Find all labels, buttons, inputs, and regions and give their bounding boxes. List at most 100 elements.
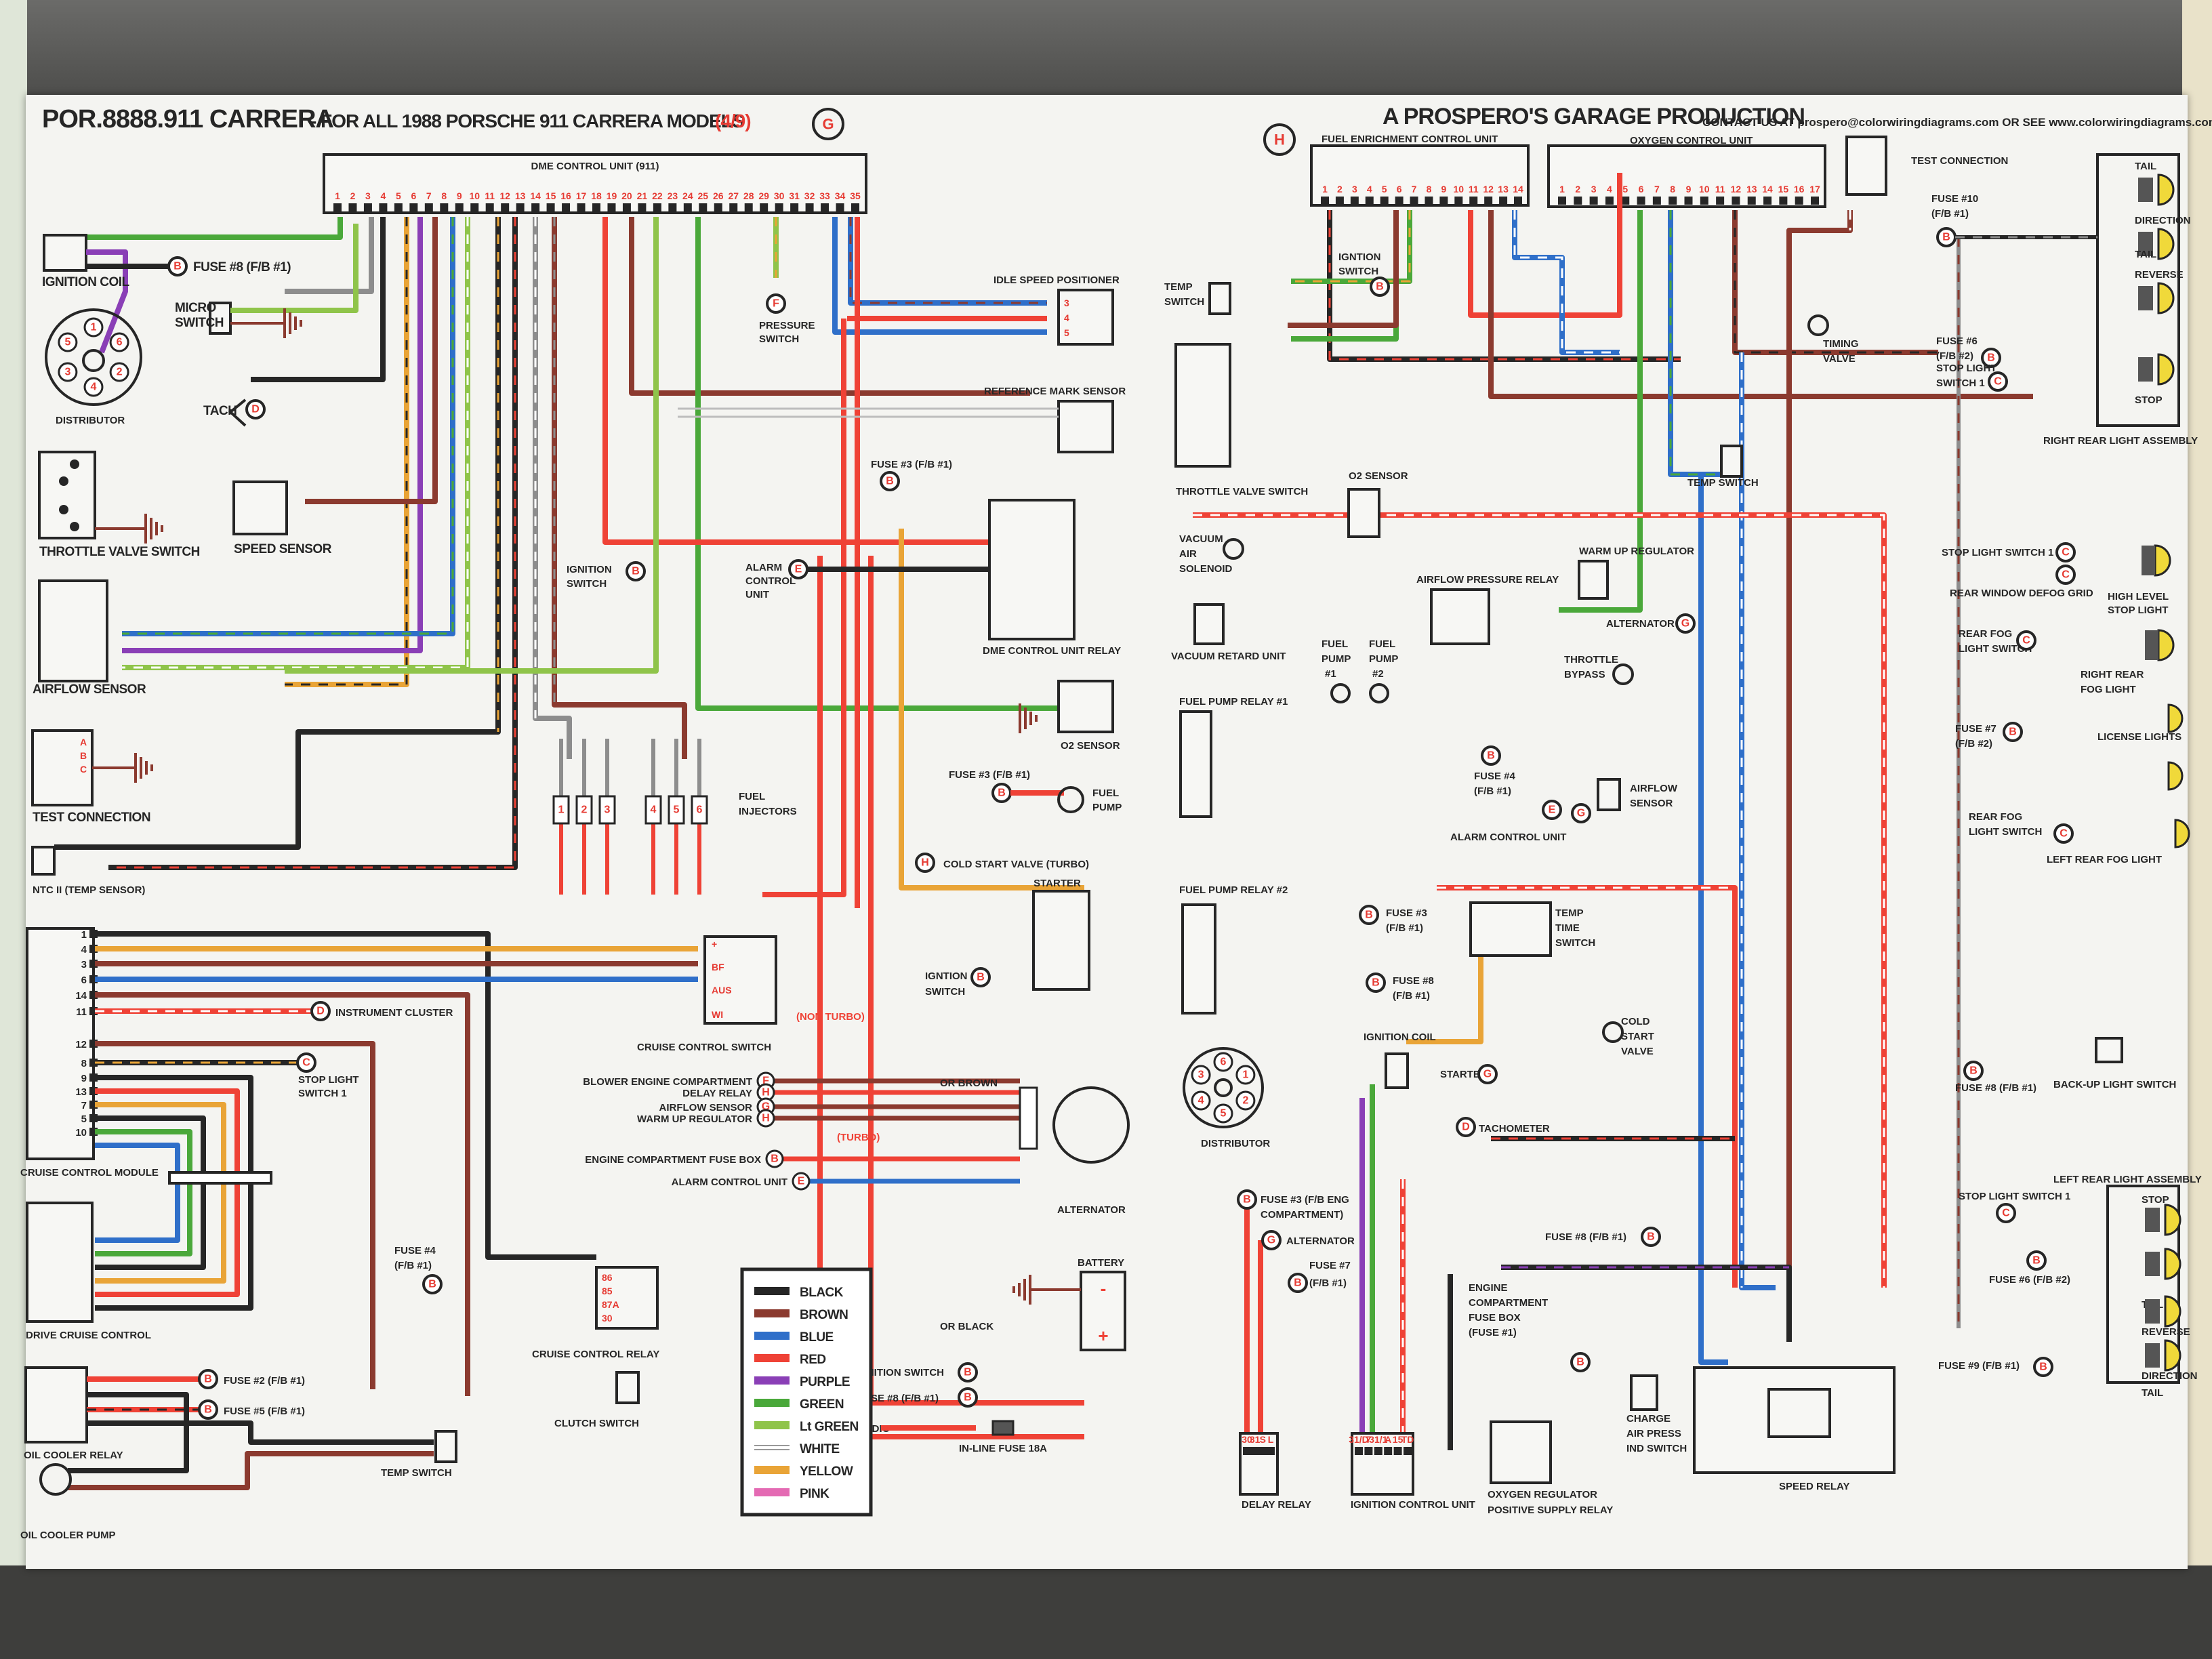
cruise-module-pin-label: 11	[76, 1006, 87, 1018]
fuse2-ref[interactable]: B FUSE #2 (F/B #1)	[198, 1369, 305, 1389]
instrument-cluster-ref[interactable]: D INSTRUMENT CLUSTER	[310, 1001, 453, 1021]
connector-c[interactable]	[2055, 542, 2076, 562]
fuse3-connector[interactable]: FUSE #3 (F/B #1) B	[871, 459, 952, 491]
svg-text:FUSE #6: FUSE #6	[1936, 335, 1978, 347]
oxygen-control-pin-label: 1	[1559, 184, 1565, 194]
fuse6-right-ref[interactable]: FUSE #6 (F/B #2) B STOP LIGHT SWITCH 1 C	[1936, 335, 2008, 392]
wire-brown-ref	[629, 217, 1030, 396]
svg-text:THROTTLE VALVE SWITCH: THROTTLE VALVE SWITCH	[39, 545, 200, 559]
dme-terminal	[622, 203, 631, 211]
connector-c[interactable]	[2055, 565, 2076, 585]
connector-e[interactable]	[792, 1172, 811, 1191]
fuse4-cruise-ref[interactable]: FUSE #4 (F/B #1) B	[394, 1245, 443, 1294]
connector-b[interactable]	[2026, 1250, 2047, 1271]
svg-text:STOP LIGHT: STOP LIGHT	[2108, 605, 2168, 616]
fuel-injector	[691, 795, 708, 825]
header: POR.8888.911 CARRERA - FOR ALL 1988 PORS…	[42, 104, 2212, 156]
svg-text:FUSE #10: FUSE #10	[1931, 193, 1978, 205]
svg-text:DRIVE CRUISE CONTROL: DRIVE CRUISE CONTROL	[26, 1330, 151, 1341]
oxygen-control-pin-label: 4	[1607, 184, 1612, 194]
fuse5-ref[interactable]: B FUSE #5 (F/B #1)	[198, 1399, 305, 1420]
left-rear-light-assembly: LEFT REAR LIGHT ASSEMBLY STOPTAILREVERSE…	[1938, 1174, 2202, 1399]
cold-start-valve-ref[interactable]: H COLD START VALVE (TURBO)	[915, 853, 1089, 873]
wire-gray	[285, 217, 374, 294]
ignition-control-unit-terminal	[1393, 1447, 1402, 1455]
engine-compartment-fuse-box-ref[interactable]: ENGINE COMPARTMENT FUSE BOX (FUSE #1) B	[1469, 1282, 1591, 1372]
svg-text:IND SWITCH: IND SWITCH	[1626, 1443, 1687, 1454]
alarm-control-unit-ref[interactable]: ALARM CONTROL UNIT E	[745, 559, 984, 600]
connector-h[interactable]	[756, 1109, 775, 1128]
tach-connector[interactable]: D TACH	[203, 398, 266, 427]
charging-ref-label: AIRFLOW SENSOR	[659, 1102, 753, 1113]
connector-b[interactable]	[1366, 972, 1386, 993]
lamp-icon	[2164, 1295, 2182, 1328]
ignition-switch-fe[interactable]: IGNTION SWITCH B	[1338, 251, 1390, 297]
cruise-control-relay: 86 85 87A 30 CRUISE CONTROL RELAY	[532, 1266, 659, 1360]
connector-g[interactable]	[1675, 613, 1696, 634]
throttle-valve-switch-left: THROTTLE VALVE SWITCH	[38, 451, 200, 559]
svg-text:COLD: COLD	[1621, 1016, 1650, 1027]
dme-terminal	[760, 203, 769, 211]
connector-b[interactable]	[958, 1362, 978, 1382]
fuse4-afr[interactable]: B FUSE #4 (F/B #1)	[1474, 745, 1516, 797]
oxygen-control-pin-label: 17	[1809, 184, 1820, 194]
connector-c[interactable]	[1996, 1203, 2016, 1223]
fuse10-ref[interactable]: FUSE #10 (F/B #1) B	[1931, 193, 2097, 247]
svg-text:OR BLACK: OR BLACK	[940, 1321, 994, 1332]
connector-b[interactable]	[2033, 1357, 2053, 1377]
svg-text:LEFT REAR FOG LIGHT: LEFT REAR FOG LIGHT	[2047, 854, 2162, 865]
fuel-enrichment-pin-label: 11	[1469, 184, 1479, 194]
stop-light-switch-ref[interactable]: C STOP LIGHT SWITCH 1	[296, 1052, 359, 1099]
connector-b[interactable]	[1359, 905, 1379, 925]
alarm-control-unit-right[interactable]: E ALARM CONTROL UNIT	[1450, 800, 1566, 843]
connector-c[interactable]	[2053, 823, 2074, 844]
ignition-switch-dme[interactable]: IGNITION SWITCH B	[567, 561, 646, 590]
dme-pin-label: 24	[682, 190, 693, 201]
fuel-enrichment-terminal	[1365, 197, 1374, 205]
lamp-icon	[2157, 629, 2175, 661]
connector-b[interactable]	[1963, 1061, 1984, 1081]
dme-pin-label: 14	[530, 190, 541, 201]
lamp-icon	[2167, 703, 2184, 733]
fuse7-ref[interactable]: FUSE #7 B (F/B #1)	[1288, 1260, 1351, 1293]
fuel-enrichment-terminal	[1469, 197, 1478, 205]
fuel-injector	[668, 795, 685, 825]
svg-text:30: 30	[602, 1313, 613, 1324]
fuse3-eng-ref[interactable]: B FUSE #3 (F/B ENG COMPARTMENT)	[1237, 1189, 1349, 1221]
svg-text:D: D	[251, 404, 260, 415]
svg-text:OIL COOLER PUMP: OIL COOLER PUMP	[20, 1530, 116, 1541]
svg-text:FUEL ENRICHMENT CONTROL UNIT: FUEL ENRICHMENT CONTROL UNIT	[1322, 134, 1498, 145]
connector-b[interactable]	[958, 1387, 978, 1408]
alternator-g-ref[interactable]: G ALTERNATOR	[1261, 1230, 1355, 1250]
oxygen-control-terminal	[1763, 197, 1772, 205]
svg-text:DELAY RELAY: DELAY RELAY	[1242, 1499, 1311, 1511]
connector-b-fuse8[interactable]: B FUSE #8 (F/B #1)	[167, 256, 291, 276]
tachometer-ref[interactable]: D TACHOMETER	[1456, 1117, 1550, 1137]
ntc-temp-sensor: NTC II (TEMP SENSOR)	[31, 846, 145, 896]
dme-terminal	[455, 203, 464, 211]
svg-text:IGNTION: IGNTION	[925, 970, 968, 982]
charging-ref-label: BLOWER ENGINE COMPARTMENT	[583, 1076, 752, 1088]
connector-g[interactable]	[1571, 803, 1591, 823]
connector-c[interactable]	[2016, 630, 2036, 651]
oxygen-control-terminal	[1811, 197, 1819, 205]
svg-text:(TURBO): (TURBO)	[837, 1132, 880, 1143]
connector-b[interactable]	[765, 1149, 784, 1168]
svg-text:C: C	[1994, 376, 2002, 388]
delay-relay-pin-label: L	[1268, 1434, 1274, 1445]
connector-g[interactable]	[1477, 1064, 1498, 1084]
oxygen-control-pin-label: 12	[1731, 184, 1742, 194]
legend-label: BLACK	[800, 1286, 844, 1300]
fuel-enrichment-pin-label: 7	[1412, 184, 1417, 194]
fuel-enrichment-terminal	[1335, 197, 1344, 205]
connector-b[interactable]	[2003, 722, 2023, 742]
fuse8-mid-ref[interactable]: FUSE #8 (F/B #1) B	[1545, 1227, 1661, 1247]
svg-text:CONTROL: CONTROL	[745, 575, 796, 587]
section-marker-g: G	[812, 108, 844, 140]
lamp-socket	[2145, 1208, 2160, 1232]
dme-terminal	[440, 203, 449, 211]
svg-text:WARM UP REGULATOR: WARM UP REGULATOR	[1579, 546, 1694, 557]
svg-text:UNIT: UNIT	[745, 589, 769, 600]
